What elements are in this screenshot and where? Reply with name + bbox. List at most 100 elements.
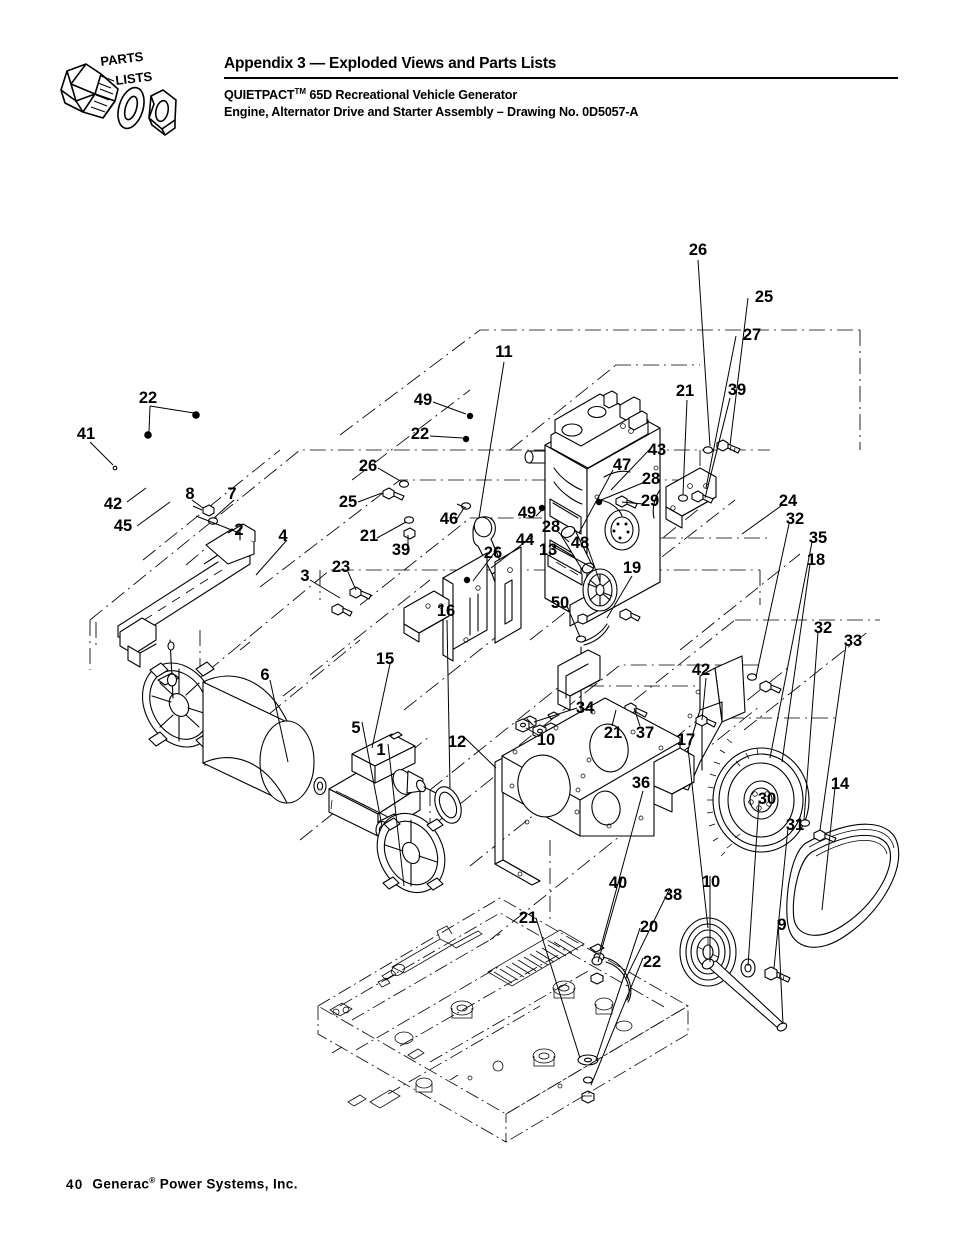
callout-39: 39 <box>391 540 411 559</box>
callout-37: 37 <box>635 723 655 742</box>
callout-42: 42 <box>691 660 711 679</box>
callout-1: 1 <box>376 740 386 759</box>
part-18-flywheel-ring-gear <box>706 738 810 857</box>
callout-34: 34 <box>575 698 595 717</box>
part-12-support-bracket <box>494 757 541 886</box>
base-pan-phantom-assembly <box>317 897 689 1143</box>
callout-26: 26 <box>688 240 708 259</box>
callout-5: 5 <box>351 718 361 737</box>
trademark-symbol: TM <box>294 87 307 97</box>
callout-15: 15 <box>375 649 395 668</box>
part-adapter-housing <box>501 697 695 837</box>
callout-19: 19 <box>622 558 642 577</box>
callout-21: 21 <box>603 723 623 742</box>
page-header: Appendix 3 — Exploded Views and Parts Li… <box>224 54 898 121</box>
callout-26: 26 <box>483 543 503 562</box>
product-name: QUIETPACT <box>224 88 295 103</box>
part-36-40-fastener-stack <box>589 943 605 985</box>
callout-47: 47 <box>612 455 632 474</box>
callout-42: 42 <box>103 494 123 513</box>
base-pan-components <box>329 925 633 1109</box>
callout-13: 13 <box>538 540 558 559</box>
callout-leader-lines <box>89 259 847 1086</box>
callout-22: 22 <box>410 424 430 443</box>
part-4-alternator-stator <box>202 675 315 804</box>
page-title: Appendix 3 — Exploded Views and Parts Li… <box>224 55 557 72</box>
callout-10: 10 <box>701 872 721 891</box>
product-descriptor: 65D Recreational Vehicle Generator <box>306 88 518 103</box>
exploded-parts-diagram: .ln{fill:none;stroke:#000;stroke-width:1… <box>0 150 954 1150</box>
header-subtitle-product: QUIETPACTTM 65D Recreational Vehicle Gen… <box>224 84 898 104</box>
callout-2: 2 <box>234 520 244 539</box>
ring-gear-teeth <box>706 738 759 857</box>
callout-29: 29 <box>640 491 660 510</box>
part-13-idler-pulley <box>582 568 618 612</box>
callout-46: 46 <box>439 509 459 528</box>
callout-14: 14 <box>830 774 850 793</box>
part-50-angle-bracket <box>557 649 601 711</box>
callout-35: 35 <box>808 528 828 547</box>
company-name-suffix: Power Systems, Inc. <box>155 1176 298 1192</box>
callout-49: 49 <box>517 503 537 522</box>
bolt-washer-nut-icon: PARTS LISTS <box>45 44 177 138</box>
part-26-gusset-bracket <box>403 590 450 643</box>
callout-28: 28 <box>541 517 561 536</box>
callout-9: 9 <box>777 915 787 934</box>
icon-text-lists: LISTS <box>115 69 154 88</box>
callout-48: 48 <box>570 533 590 552</box>
header-subtitle-assembly: Engine, Alternator Drive and Starter Ass… <box>224 105 639 120</box>
callout-33: 33 <box>843 631 863 650</box>
loose-fasteners <box>112 411 837 843</box>
callout-32: 32 <box>813 618 833 637</box>
callout-22: 22 <box>642 952 662 971</box>
part-6-spacer-washer <box>313 776 327 796</box>
callout-17: 17 <box>676 730 696 749</box>
header-rule <box>224 77 898 80</box>
callout-45: 45 <box>113 516 133 535</box>
callout-25: 25 <box>338 492 358 511</box>
company-name: Generac <box>92 1176 150 1192</box>
callout-4: 4 <box>278 526 288 545</box>
registered-trademark-symbol: ® <box>149 1176 156 1185</box>
part-group-upper-left-rail <box>117 523 256 699</box>
callout-28: 28 <box>641 469 661 488</box>
callout-24: 24 <box>778 491 798 510</box>
callout-18: 18 <box>806 550 826 569</box>
callout-36: 36 <box>631 773 651 792</box>
callout-50: 50 <box>550 593 570 612</box>
callout-21: 21 <box>359 526 379 545</box>
callout-16: 16 <box>436 601 456 620</box>
part-31-hex-bolt <box>764 966 791 983</box>
callout-32: 32 <box>785 509 805 528</box>
part-16-gasket <box>434 786 462 824</box>
part-15-starter-motor <box>351 731 437 795</box>
part-2-alternator-end-bracket <box>142 661 216 748</box>
callout-43: 43 <box>647 440 667 459</box>
callout-22: 22 <box>138 388 158 407</box>
callout-26: 26 <box>358 456 378 475</box>
callout-38: 38 <box>663 885 683 904</box>
part-9-tension-rod <box>701 958 788 1032</box>
part-14-drive-belt <box>786 823 900 948</box>
callout-6: 6 <box>260 665 270 684</box>
callout-21: 21 <box>675 381 695 400</box>
callout-25: 25 <box>754 287 774 306</box>
part-27-mounting-bracket <box>665 467 717 529</box>
callout-41: 41 <box>76 424 96 443</box>
callout-12: 12 <box>447 732 467 751</box>
callout-30: 30 <box>757 789 777 808</box>
callout-27: 27 <box>742 325 762 344</box>
callout-23: 23 <box>331 557 351 576</box>
callout-3: 3 <box>300 566 310 585</box>
callout-21: 21 <box>518 908 538 927</box>
callout-20: 20 <box>639 917 659 936</box>
callout-7: 7 <box>227 484 237 503</box>
icon-text-parts: PARTS <box>100 49 145 69</box>
callout-8: 8 <box>185 484 195 503</box>
callout-31: 31 <box>785 815 805 834</box>
callout-11: 11 <box>495 342 513 361</box>
callout-10: 10 <box>536 730 556 749</box>
